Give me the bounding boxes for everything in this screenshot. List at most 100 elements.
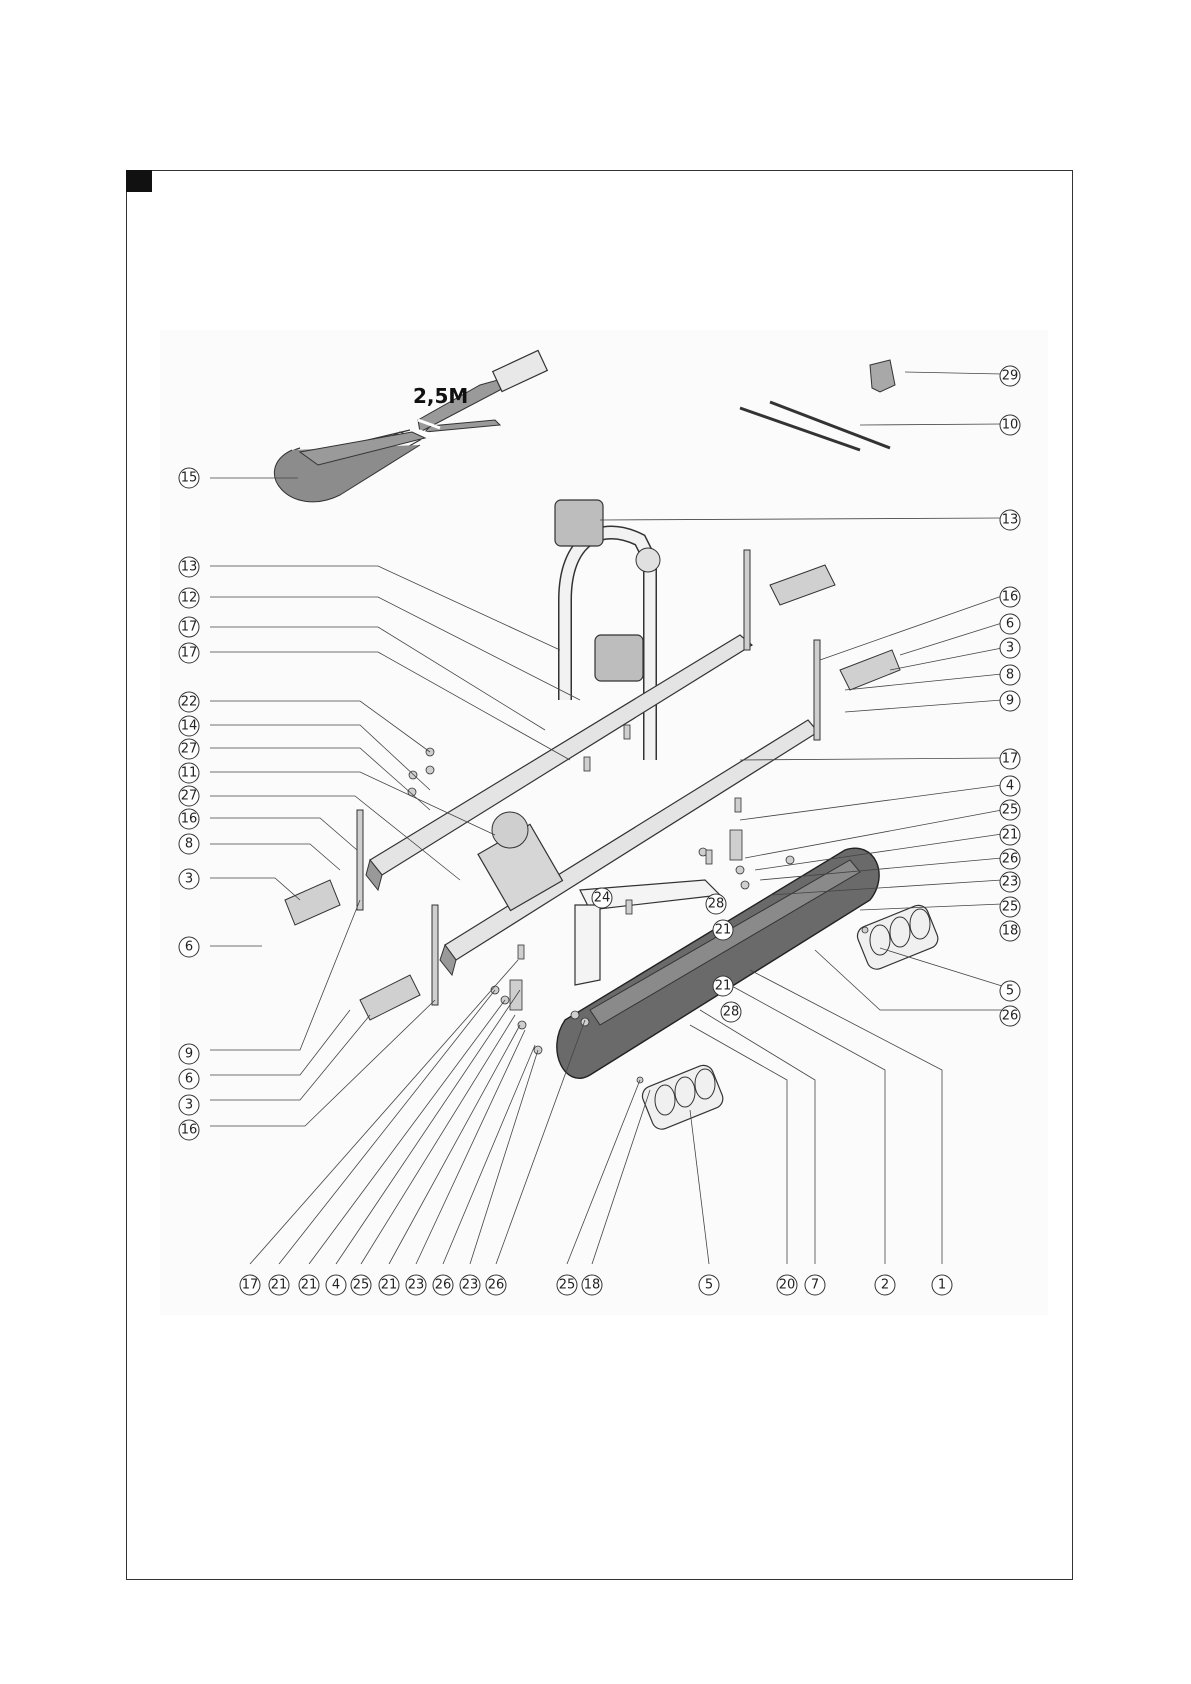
bottom-callout-number: 25 (559, 1278, 576, 1293)
svg-text:21: 21 (1002, 828, 1019, 843)
callout-26r2: 26 (1000, 1006, 1020, 1026)
callout-17b: 17 (179, 643, 199, 663)
callout-3l: 3 (179, 869, 199, 889)
callout-8l: 8 (179, 834, 199, 854)
callout-6r: 6 (1000, 614, 1020, 634)
svg-text:15: 15 (181, 471, 198, 486)
callout-14: 14 (179, 716, 199, 736)
bottom-callout-number: 26 (435, 1278, 452, 1293)
callout-9r: 9 (1000, 691, 1020, 711)
bottom-callout-number: 26 (488, 1278, 505, 1293)
bottom-callout-21: 21 (269, 1275, 289, 1295)
bottom-callout-23: 23 (460, 1275, 480, 1295)
bottom-callout-18: 18 (582, 1275, 602, 1295)
svg-text:28: 28 (723, 1005, 740, 1020)
callout-16r: 16 (1000, 587, 1020, 607)
svg-text:28: 28 (708, 897, 725, 912)
svg-text:22: 22 (181, 695, 198, 710)
bottom-callout-26: 26 (486, 1275, 506, 1295)
callout-3l2: 3 (179, 1095, 199, 1115)
callout-21m: 21 (713, 920, 733, 940)
callout-13a: 13 (1000, 510, 1020, 530)
svg-text:14: 14 (181, 719, 198, 734)
bottom-callout-number: 2 (881, 1278, 889, 1293)
callout-10: 10 (1000, 415, 1020, 435)
callout-22: 22 (179, 692, 199, 712)
bottom-callout-4: 4 (326, 1275, 346, 1295)
callout-11: 11 (179, 763, 199, 783)
callout-13b: 13 (179, 557, 199, 577)
callout-6l: 6 (179, 937, 199, 957)
callout-4r: 4 (1000, 776, 1020, 796)
svg-text:8: 8 (1006, 668, 1014, 683)
callout-9l: 9 (179, 1044, 199, 1064)
svg-text:9: 9 (185, 1047, 193, 1062)
bottom-callout-7: 7 (805, 1275, 825, 1295)
svg-text:17: 17 (1002, 752, 1019, 767)
svg-text:16: 16 (181, 812, 198, 827)
bottom-callout-number: 23 (408, 1278, 425, 1293)
bottom-callout-5: 5 (699, 1275, 719, 1295)
bottom-callout-17: 17 (240, 1275, 260, 1295)
svg-text:21: 21 (715, 979, 732, 994)
svg-text:25: 25 (1002, 900, 1019, 915)
callout-23r: 23 (1000, 872, 1020, 892)
svg-text:26: 26 (1002, 1009, 1019, 1024)
bottom-callout-1: 1 (932, 1275, 952, 1295)
svg-text:13: 13 (1002, 513, 1019, 528)
strap-length-label: 2,5M (413, 384, 468, 408)
bottom-callout-number: 20 (779, 1278, 796, 1293)
bottom-callout-25: 25 (351, 1275, 371, 1295)
callout-29: 29 (1000, 366, 1020, 386)
svg-text:27: 27 (181, 742, 198, 757)
bottom-callout-number: 21 (381, 1278, 398, 1293)
bottom-callout-2: 2 (875, 1275, 895, 1295)
callout-21r: 21 (1000, 825, 1020, 845)
callout-3r: 3 (1000, 638, 1020, 658)
callout-16l2: 16 (179, 1120, 199, 1140)
callout-15: 15 (179, 468, 199, 488)
callout-18r: 18 (1000, 921, 1020, 941)
svg-text:26: 26 (1002, 852, 1019, 867)
callout-8r: 8 (1000, 665, 1020, 685)
bottom-callout-number: 7 (811, 1278, 819, 1293)
svg-text:4: 4 (1006, 779, 1014, 794)
svg-text:13: 13 (181, 560, 198, 575)
callout-28a: 28 (706, 894, 726, 914)
bottom-callout-26: 26 (433, 1275, 453, 1295)
callout-27a: 27 (179, 739, 199, 759)
bottom-callout-21: 21 (299, 1275, 319, 1295)
svg-text:9: 9 (1006, 694, 1014, 709)
svg-text:25: 25 (1002, 803, 1019, 818)
callout-25r: 25 (1000, 800, 1020, 820)
bottom-callout-number: 4 (332, 1278, 340, 1293)
callout-26r: 26 (1000, 849, 1020, 869)
svg-text:6: 6 (185, 940, 193, 955)
callout-16l: 16 (179, 809, 199, 829)
svg-text:5: 5 (1006, 984, 1014, 999)
bottom-callout-23: 23 (406, 1275, 426, 1295)
callout-17r: 17 (1000, 749, 1020, 769)
svg-text:17: 17 (181, 620, 198, 635)
svg-text:27: 27 (181, 789, 198, 804)
callout-25r2: 25 (1000, 897, 1020, 917)
callout-5r: 5 (1000, 981, 1020, 1001)
callout-24: 24 (592, 888, 612, 908)
svg-text:21: 21 (715, 923, 732, 938)
svg-text:6: 6 (1006, 617, 1014, 632)
bottom-callout-number: 5 (705, 1278, 713, 1293)
svg-text:17: 17 (181, 646, 198, 661)
svg-text:3: 3 (1006, 641, 1014, 656)
bottom-callout-25: 25 (557, 1275, 577, 1295)
callout-6l2: 6 (179, 1069, 199, 1089)
svg-text:3: 3 (185, 872, 193, 887)
svg-text:16: 16 (1002, 590, 1019, 605)
bottom-callout-number: 21 (301, 1278, 318, 1293)
callout-17a: 17 (179, 617, 199, 637)
bottom-callout-21: 21 (379, 1275, 399, 1295)
callout-27b: 27 (179, 786, 199, 806)
svg-text:16: 16 (181, 1123, 198, 1138)
svg-text:18: 18 (1002, 924, 1019, 939)
callout-28b: 28 (721, 1002, 741, 1022)
